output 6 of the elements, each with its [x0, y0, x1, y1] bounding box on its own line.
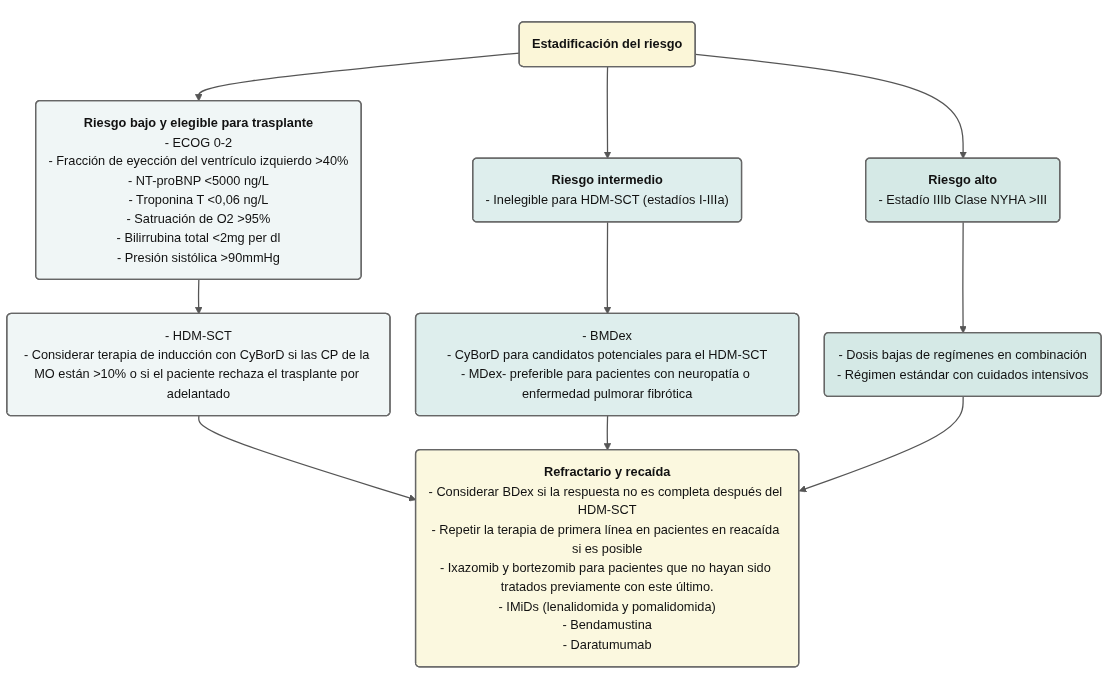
- arrow: [603, 415, 612, 451]
- arrow: [798, 395, 964, 492]
- arrow: [603, 221, 612, 314]
- arrow: [959, 221, 967, 334]
- arrow: [194, 278, 203, 314]
- arrow: [603, 66, 612, 159]
